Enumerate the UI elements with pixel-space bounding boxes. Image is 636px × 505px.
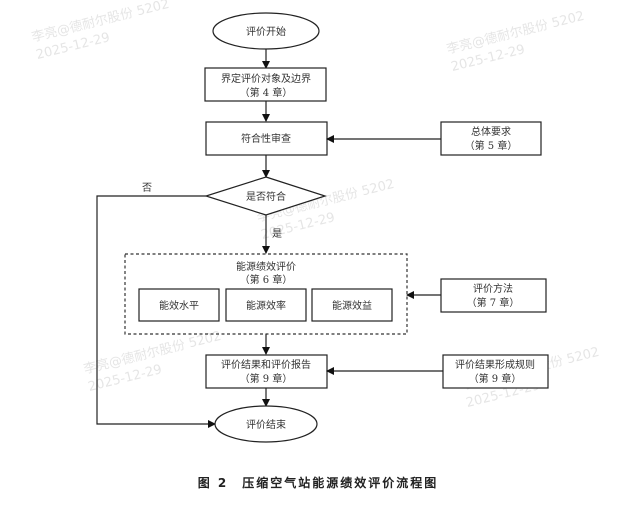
compliance-review-label: 符合性审查: [241, 132, 291, 145]
performance-eval-group: 能源绩效评价 （第 6 章） 能效水平 能源效率 能源效益: [124, 253, 408, 335]
start-node: 评价开始: [212, 12, 320, 50]
eval-method-title: 评价方法: [473, 282, 513, 295]
decision-label: 是否符合: [246, 190, 286, 203]
end-label: 评价结束: [246, 418, 286, 431]
result-rules-ref: （第 9 章）: [469, 372, 522, 385]
yes-label: 是: [272, 228, 282, 240]
efficiency-level-label: 能效水平: [159, 299, 199, 312]
define-scope-ref: （第 4 章）: [240, 86, 293, 99]
performance-eval-ref: （第 6 章）: [240, 273, 293, 286]
end-node: 评价结束: [214, 405, 318, 443]
result-rules-title: 评价结果形成规则: [455, 358, 535, 371]
performance-eval-title: 能源绩效评价: [236, 260, 296, 273]
result-report-ref: （第 9 章）: [240, 372, 293, 385]
define-scope-title: 界定评价对象及边界: [221, 72, 311, 85]
eval-method-ref: （第 7 章）: [467, 296, 520, 309]
result-report-node: 评价结果和评价报告 （第 9 章）: [205, 354, 328, 389]
eval-method-node: 评价方法 （第 7 章）: [440, 278, 547, 313]
general-requirements-ref: （第 5 章）: [465, 139, 518, 152]
figure-caption: 图 2 压缩空气站能源绩效评价流程图: [197, 476, 439, 490]
energy-benefit-node: 能源效益: [311, 288, 393, 322]
no-label: 否: [142, 182, 152, 194]
energy-efficiency-node: 能源效率: [225, 288, 307, 322]
start-label: 评价开始: [246, 25, 286, 38]
general-requirements-node: 总体要求 （第 5 章）: [440, 121, 542, 156]
energy-benefit-label: 能源效益: [332, 299, 372, 312]
result-report-title: 评价结果和评价报告: [221, 358, 311, 371]
efficiency-level-node: 能效水平: [138, 288, 220, 322]
energy-efficiency-label: 能源效率: [246, 299, 286, 312]
decision-node: 是否符合: [204, 176, 327, 216]
result-rules-node: 评价结果形成规则 （第 9 章）: [442, 354, 549, 389]
define-scope-node: 界定评价对象及边界 （第 4 章）: [204, 67, 327, 102]
compliance-review-node: 符合性审查: [205, 121, 328, 156]
general-requirements-title: 总体要求: [471, 125, 511, 138]
edge-no-to-end: [96, 195, 216, 428]
